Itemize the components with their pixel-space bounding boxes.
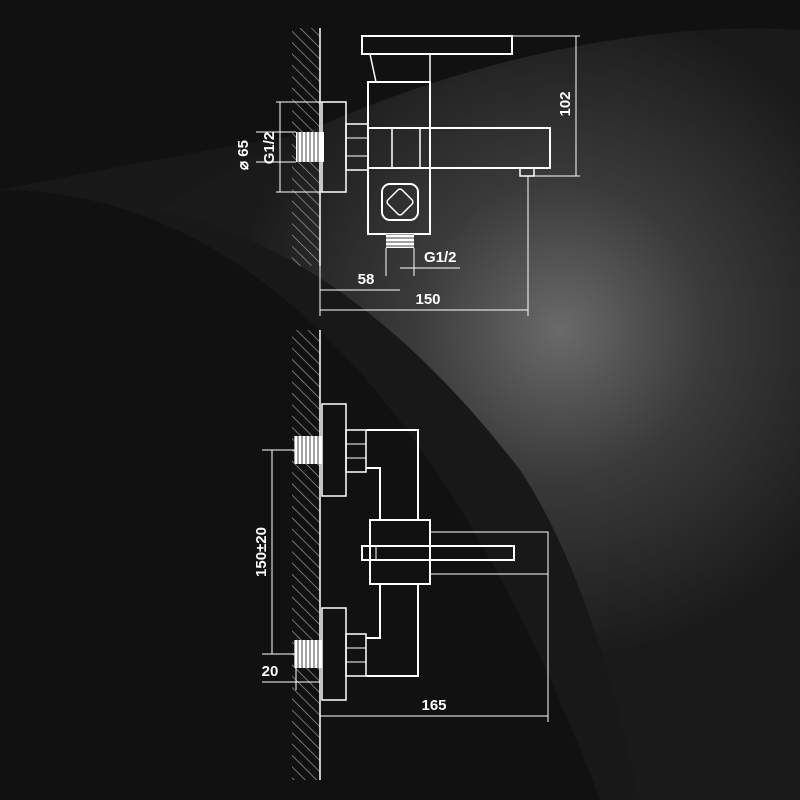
lever-top [361,35,513,55]
spout-top [367,127,551,169]
dim-diameter-label: ⌀ 65 [235,140,252,170]
diverter-knob-top [381,183,419,221]
outlet-thread-top [386,234,414,248]
dim-height-label: 102 [557,91,574,116]
wall-hatching-front [292,330,320,780]
dim-spacing-label: 150±20 [253,527,270,577]
dim-thread-outlet-label: G1/2 [424,249,457,266]
spout-projection [430,531,549,575]
spout-inner-top [391,127,421,169]
front-view: 150±20 20 165 [253,330,549,780]
wall-thread-top [296,132,324,162]
lever-base-top [369,53,431,83]
aerator-top [519,167,535,177]
dim-thread-wall-label: G1/2 [261,132,278,165]
top-view: ⌀ 65 G1/2 102 G1/2 58 150 [235,28,580,316]
wall-thread-lower [294,640,322,668]
dim-projection-label: 165 [421,697,446,714]
wall-thread-upper [294,436,322,464]
dim-offset-label: 58 [358,271,375,288]
dim-depth-label: 150 [415,291,440,308]
spout-front [361,545,515,561]
dim-wall-offset-label: 20 [262,663,279,680]
